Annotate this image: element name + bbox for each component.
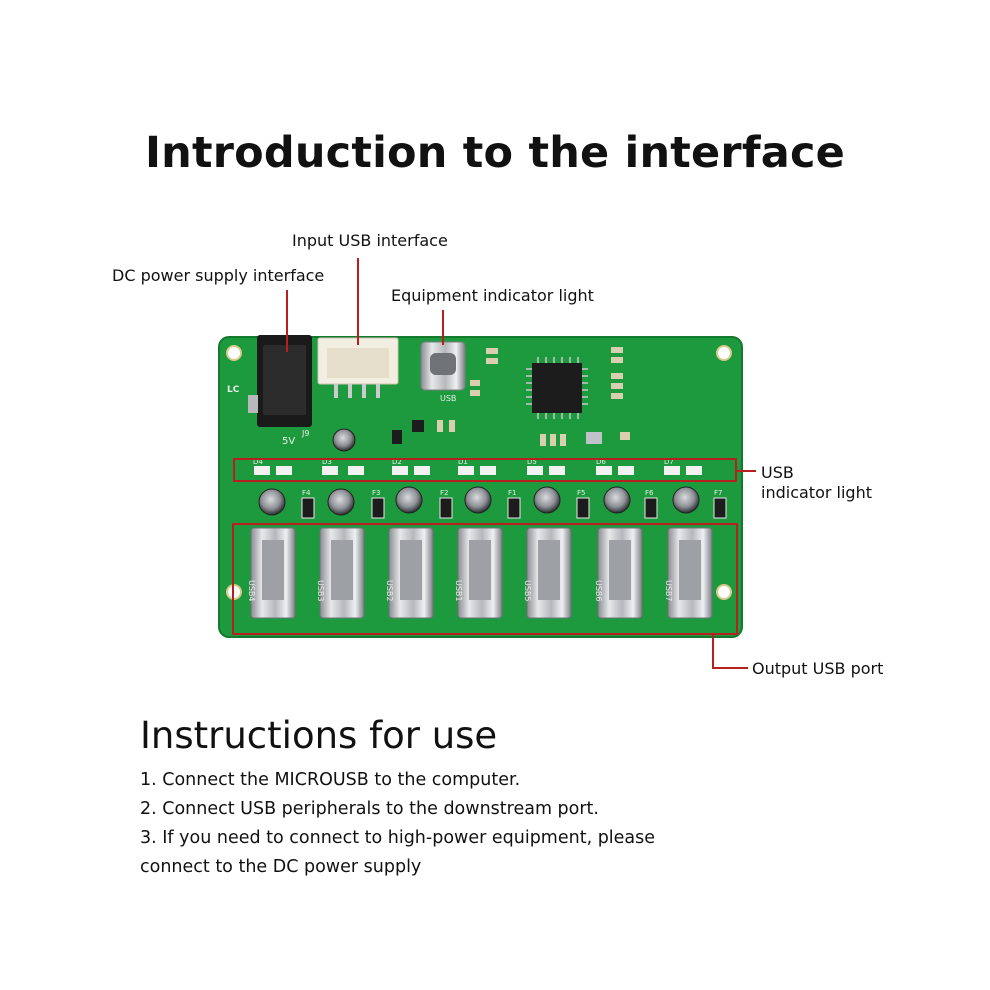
fuse-label-1: F3 (372, 489, 380, 497)
fuse-label-4: F5 (577, 489, 585, 497)
port-label-4: USB5 (523, 580, 532, 602)
fuse-label-3: F1 (508, 489, 516, 497)
callout-output-usb: Output USB port (752, 659, 884, 678)
instruction-step-3: 3. If you need to connect to high-power … (140, 828, 656, 848)
led-label-4: D5 (527, 458, 537, 466)
instruction-step-3-cont: connect to the DC power supply (140, 857, 422, 877)
instruction-step-1: 1. Connect the MICROUSB to the computer. (140, 770, 521, 790)
fuse-label-0: F4 (302, 489, 311, 497)
port-label-0: USB4 (247, 580, 256, 602)
instructions-heading: Instructions for use (140, 714, 498, 757)
led-label-6: D7 (664, 458, 674, 466)
instruction-step-2: 2. Connect USB peripherals to the downst… (140, 799, 599, 819)
port-label-1: USB3 (316, 580, 325, 602)
capacitor-row (258, 486, 700, 516)
port-label-2: USB2 (385, 580, 394, 602)
fuse-row (301, 497, 727, 519)
callout-usb-light-1: USB (761, 463, 794, 482)
usb-port-row (250, 527, 713, 619)
fuse-label-5: F6 (645, 489, 654, 497)
port-label-5: USB6 (594, 580, 603, 602)
callout-leader-lines (286, 258, 756, 669)
silk-lc: LC (227, 385, 240, 395)
silk-j9: J9 (301, 429, 309, 438)
silk-usb: USB (440, 394, 456, 403)
led-label-1: D3 (322, 458, 332, 466)
led-label-5: D6 (596, 458, 606, 466)
led-label-2: D2 (392, 458, 402, 466)
fuse-label-2: F2 (440, 489, 448, 497)
page-title: Introduction to the interface (144, 128, 846, 178)
usb-c-connector (420, 341, 466, 391)
electrolytic-capacitor (332, 428, 356, 452)
dc-jack (248, 335, 312, 427)
smd-components (392, 347, 630, 446)
controller-ic (526, 357, 588, 419)
output-usb-highlight-box (232, 523, 738, 635)
callout-input-usb: Input USB interface (292, 231, 448, 250)
fuse-label-6: F7 (714, 489, 722, 497)
callout-usb-light-2: indicator light (761, 483, 872, 502)
callout-dc-power: DC power supply interface (112, 266, 325, 285)
input-header (317, 337, 399, 398)
port-label-6: USB7 (664, 580, 673, 602)
led-label-0: D4 (253, 458, 263, 466)
silk-5v: 5V (282, 436, 295, 447)
led-label-3: D1 (458, 458, 468, 466)
led-row (254, 466, 702, 475)
port-label-3: USB1 (454, 580, 463, 602)
callout-equipment-light: Equipment indicator light (391, 286, 594, 305)
